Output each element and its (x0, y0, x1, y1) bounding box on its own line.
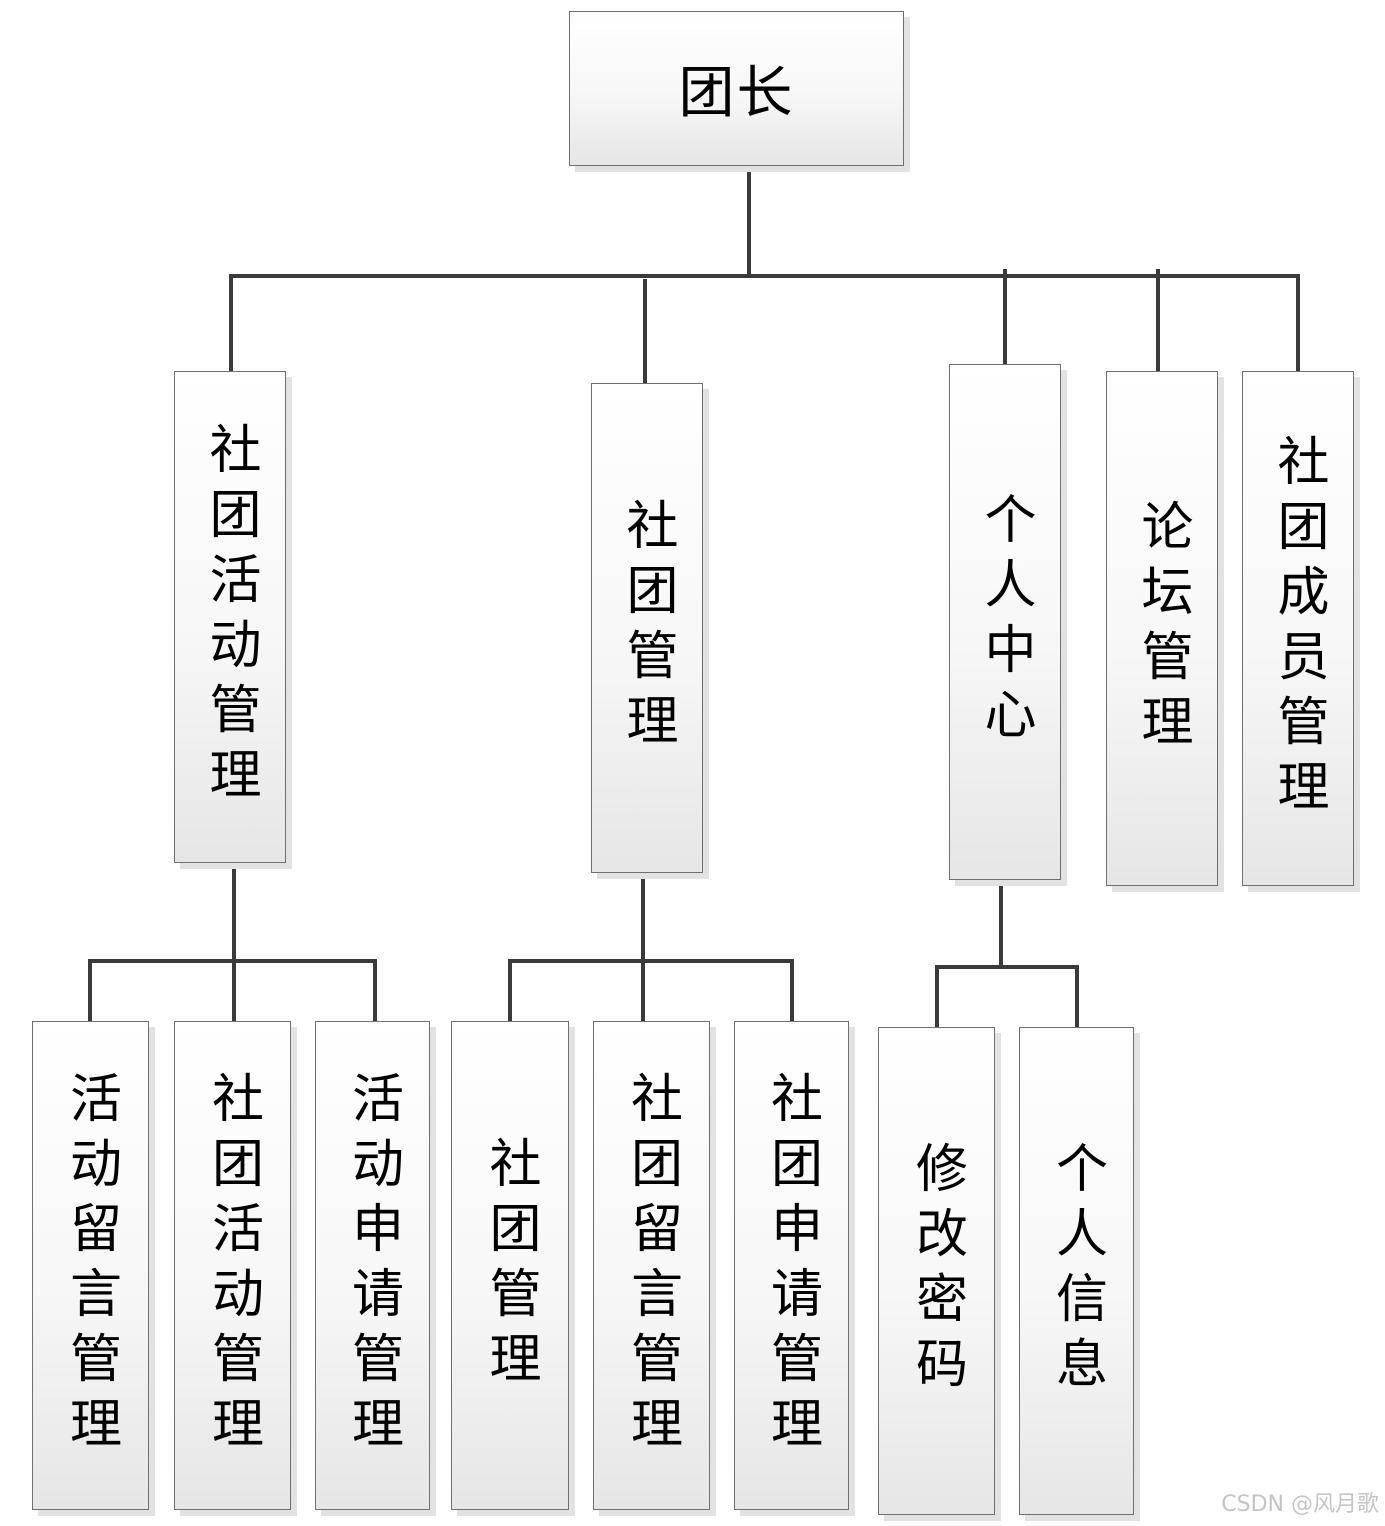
node-club-activity-mgmt-label: 社团活动管理 (202, 1070, 263, 1461)
node-club-application-mgmt-label: 社团申请管理 (761, 1070, 822, 1461)
watermark: CSDN @风月歌 (1221, 1492, 1379, 1517)
node-club-message-mgmt-label: 社团留言管理 (621, 1070, 682, 1461)
node-activity-application-mgmt: 活动申请管理 (315, 1021, 430, 1510)
node-club-application-mgmt: 社团申请管理 (734, 1021, 849, 1510)
node-personal-center-label: 个人中心 (975, 492, 1035, 752)
node-root-label: 团长 (678, 61, 795, 126)
node-change-password: 修改密码 (878, 1027, 995, 1515)
node-activity-message-mgmt: 活动留言管理 (32, 1021, 149, 1510)
node-personal-info: 个人信息 (1019, 1027, 1134, 1515)
node-activity-application-mgmt-label: 活动申请管理 (342, 1070, 403, 1461)
node-activity-mgmt-label: 社团活动管理 (200, 422, 260, 812)
node-club-mgmt-label: 社团管理 (617, 498, 677, 758)
node-root: 团长 (569, 11, 904, 166)
node-member-mgmt-label: 社团成员管理 (1268, 433, 1328, 824)
node-club-mgmt: 社团管理 (591, 383, 703, 873)
node-club-message-mgmt: 社团留言管理 (593, 1021, 710, 1510)
node-club-sub-mgmt-label: 社团管理 (480, 1135, 540, 1396)
node-personal-center: 个人中心 (949, 364, 1061, 880)
node-change-password-label: 修改密码 (906, 1141, 967, 1401)
node-club-activity-mgmt: 社团活动管理 (174, 1021, 291, 1510)
node-forum-mgmt-label: 论坛管理 (1132, 498, 1192, 759)
node-club-sub-mgmt: 社团管理 (451, 1021, 569, 1510)
node-activity-mgmt: 社团活动管理 (174, 371, 286, 863)
node-forum-mgmt: 论坛管理 (1106, 371, 1218, 886)
node-member-mgmt: 社团成员管理 (1242, 371, 1354, 886)
node-activity-message-mgmt-label: 活动留言管理 (60, 1070, 121, 1461)
node-personal-info-label: 个人信息 (1046, 1141, 1107, 1401)
